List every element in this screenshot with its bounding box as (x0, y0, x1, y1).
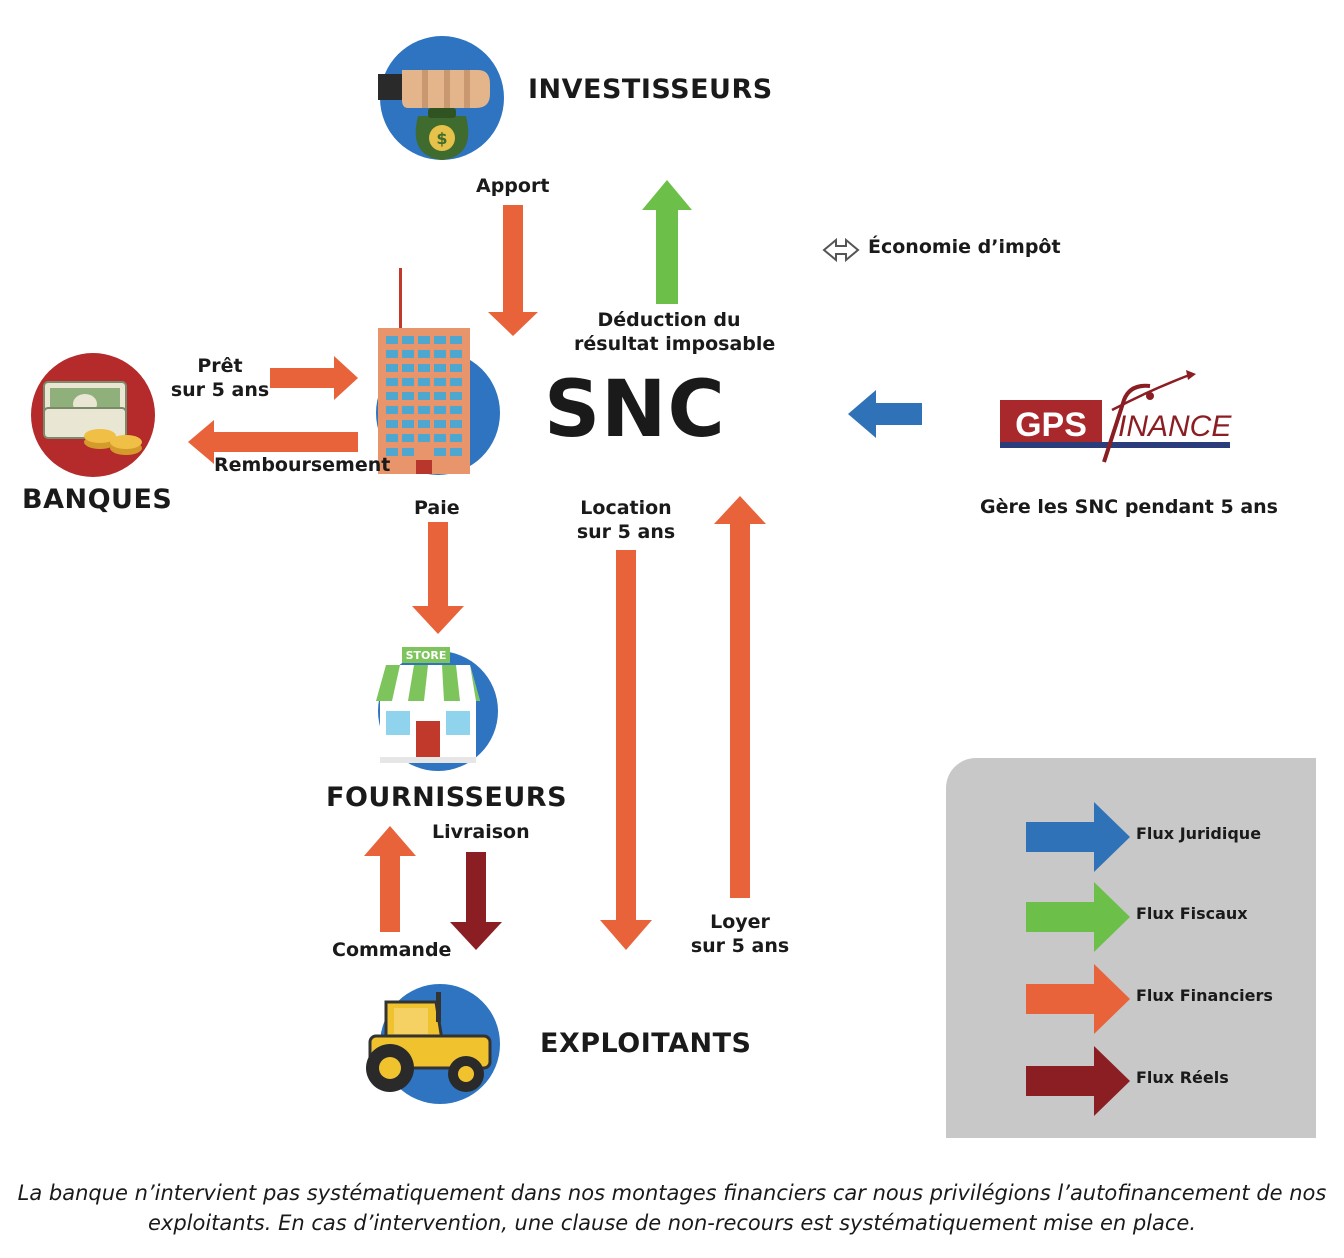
commande-label: Commande (332, 939, 452, 961)
snc-building-icon (376, 268, 500, 475)
banques-title: BANQUES (22, 484, 173, 515)
pret-label: Prêt sur 5 ans (170, 354, 270, 402)
apport-arrow (488, 205, 538, 336)
pret-label-line2: sur 5 ans (170, 379, 270, 401)
gps-finance-logo: GPS INANCE (1000, 370, 1232, 463)
tractor-icon (366, 984, 500, 1104)
legend-arrow-reels-icon (1026, 1046, 1130, 1116)
caption: La banque n’intervient pas systématiquem… (0, 1178, 1344, 1238)
location-label: Location sur 5 ans (576, 496, 676, 544)
investor-money-bag-icon: $ (378, 36, 504, 160)
store-icon: STORE (376, 647, 498, 771)
legend: Flux Juridique Flux Fiscaux Flux Financi… (946, 758, 1316, 1138)
legend-arrow-fiscaux-icon (1026, 882, 1130, 952)
legend-label-juridique: Flux Juridique (1136, 824, 1262, 843)
bank-money-icon (31, 353, 155, 477)
legend-label-financiers: Flux Financiers (1136, 986, 1273, 1005)
paie-label: Paie (414, 497, 460, 519)
legend-item-financiers: Flux Financiers (1026, 964, 1316, 1034)
apport-label: Apport (476, 175, 550, 197)
legend-item-juridique: Flux Juridique (1026, 802, 1316, 872)
legend-item-fiscaux: Flux Fiscaux (1026, 882, 1316, 952)
fournisseurs-title: FOURNISSEURS (326, 782, 568, 813)
livraison-arrow (450, 852, 502, 950)
snc-title: SNC (544, 365, 726, 455)
loyer-label-line2: sur 5 ans (690, 935, 790, 957)
caption-line1: La banque n’intervient pas systématiquem… (17, 1181, 1327, 1205)
deduction-label-line2: résultat imposable (574, 333, 776, 355)
double-arrow-icon (822, 237, 860, 263)
deduction-label-line1: Déduction du (597, 309, 741, 331)
deduction-label: Déduction du résultat imposable (574, 308, 776, 356)
loyer-label: Loyer sur 5 ans (690, 910, 790, 958)
paie-arrow (412, 522, 464, 634)
investisseurs-title: INVESTISSEURS (528, 74, 773, 105)
pret-arrow (270, 356, 358, 400)
livraison-label: Livraison (432, 821, 530, 843)
legend-item-reels: Flux Réels (1026, 1046, 1316, 1116)
gestion-arrow (848, 390, 922, 438)
legend-label-fiscaux: Flux Fiscaux (1136, 904, 1248, 923)
legend-label-reels: Flux Réels (1136, 1068, 1229, 1087)
loyer-arrow (714, 496, 766, 898)
loyer-label-line1: Loyer (710, 911, 770, 933)
svg-text:GPS: GPS (1015, 406, 1087, 444)
svg-text:INANCE: INANCE (1118, 410, 1232, 443)
location-label-line1: Location (580, 497, 672, 519)
deduction-arrow (642, 180, 692, 304)
gere-label: Gère les SNC pendant 5 ans (980, 496, 1278, 518)
exploitants-title: EXPLOITANTS (540, 1028, 752, 1059)
svg-text:$: $ (436, 129, 447, 148)
location-label-line2: sur 5 ans (576, 521, 676, 543)
pret-label-line1: Prêt (197, 355, 243, 377)
flow-arrows (188, 180, 922, 950)
economie-label: Économie d’impôt (868, 236, 1061, 258)
remboursement-arrow (188, 420, 358, 464)
commande-arrow (364, 826, 416, 932)
location-arrow (600, 550, 652, 950)
legend-arrow-juridique-icon (1026, 802, 1130, 872)
caption-line2: exploitants. En cas d’intervention, une … (147, 1211, 1197, 1235)
remboursement-label: Remboursement (214, 454, 391, 476)
svg-text:STORE: STORE (406, 649, 447, 662)
legend-arrow-financiers-icon (1026, 964, 1130, 1034)
